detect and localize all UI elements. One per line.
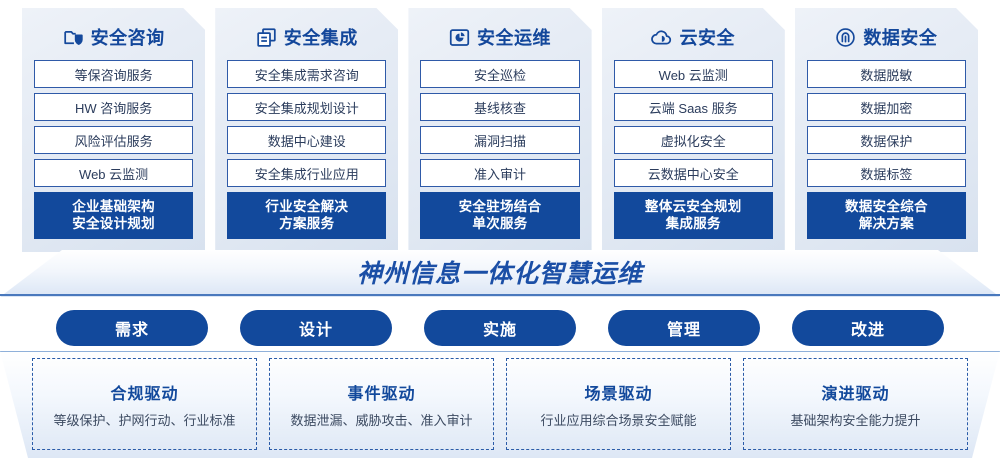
- lifecycle-pill[interactable]: 设计: [240, 310, 392, 346]
- lifecycle-pill[interactable]: 实施: [424, 310, 576, 346]
- pillar-service-item[interactable]: 安全集成需求咨询: [227, 60, 386, 88]
- pillar-service-item[interactable]: 等保咨询服务: [34, 60, 193, 88]
- lifecycle-pill[interactable]: 改进: [792, 310, 944, 346]
- pillar-header: 安全集成: [227, 14, 386, 60]
- driver-title: 场景驱动: [584, 385, 653, 403]
- pillar-service-item[interactable]: 数据保护: [807, 126, 966, 154]
- pillar-service-item[interactable]: HW 咨询服务: [34, 93, 193, 121]
- pillar-card: 安全运维安全巡检基线核查漏洞扫描准入审计安全驻场结合单次服务: [408, 8, 591, 252]
- drivers-trapezoid-shape: [0, 351, 1000, 458]
- pillar-title: 安全咨询: [90, 28, 165, 48]
- pillar-service-item[interactable]: 云数据中心安全: [614, 159, 773, 187]
- pillar-summary-box: 企业基础架构安全设计规划: [34, 192, 193, 239]
- pillar-service-item[interactable]: 安全巡检: [420, 60, 579, 88]
- monitor-chart-icon: [449, 27, 470, 48]
- pillar-service-item[interactable]: 安全集成行业应用: [227, 159, 386, 187]
- pillar-service-item[interactable]: 基线核查: [420, 93, 579, 121]
- banner-baseline: [0, 294, 1000, 296]
- driver-description: 基础架构安全能力提升: [790, 412, 921, 428]
- pillar-summary-box: 安全驻场结合单次服务: [420, 192, 579, 239]
- fingerprint-icon: [835, 27, 856, 48]
- lifecycle-pill-row: 需求设计实施管理改进: [0, 310, 1000, 348]
- driver-title: 合规驱动: [110, 385, 179, 403]
- driver-card: 场景驱动行业应用综合场景安全赋能: [506, 358, 731, 450]
- pillar-summary-box: 行业安全解决方案服务: [227, 192, 386, 239]
- pillar-service-item[interactable]: 数据加密: [807, 93, 966, 121]
- pillar-summary-box: 整体云安全规划集成服务: [614, 192, 773, 239]
- driver-card-row: 合规驱动等级保护、护网行动、行业标准事件驱动数据泄漏、威胁攻击、准入审计场景驱动…: [0, 358, 1000, 450]
- pillar-service-item[interactable]: 数据中心建设: [227, 126, 386, 154]
- driver-description: 行业应用综合场景安全赋能: [540, 412, 697, 428]
- pillar-service-item[interactable]: Web 云监测: [34, 159, 193, 187]
- pillar-service-item[interactable]: Web 云监测: [614, 60, 773, 88]
- pillar-service-item[interactable]: 虚拟化安全: [614, 126, 773, 154]
- integrated-ops-banner-title: 神州信息一体化智慧运维: [356, 260, 643, 288]
- pillar-service-item[interactable]: 数据脱敏: [807, 60, 966, 88]
- pillar-service-item[interactable]: 准入审计: [420, 159, 579, 187]
- integrated-ops-banner-shape: [0, 250, 1000, 297]
- pillar-title: 云安全: [679, 28, 735, 48]
- pillar-service-item[interactable]: 数据标签: [807, 159, 966, 187]
- lifecycle-pill[interactable]: 需求: [56, 310, 208, 346]
- pillar-header: 云安全: [614, 14, 773, 60]
- driver-card: 合规驱动等级保护、护网行动、行业标准: [32, 358, 257, 450]
- driver-card: 演进驱动基础架构安全能力提升: [743, 358, 968, 450]
- documents-stack-icon: [256, 27, 277, 48]
- pillar-summary-box: 数据安全综合解决方案: [807, 192, 966, 239]
- pillar-service-item[interactable]: 风险评估服务: [34, 126, 193, 154]
- driver-card: 事件驱动数据泄漏、威胁攻击、准入审计: [269, 358, 494, 450]
- driver-title: 事件驱动: [347, 385, 416, 403]
- pillar-card: 数据安全数据脱敏数据加密数据保护数据标签数据安全综合解决方案: [795, 8, 978, 252]
- lifecycle-pill[interactable]: 管理: [608, 310, 760, 346]
- pillar-service-item[interactable]: 云端 Saas 服务: [614, 93, 773, 121]
- pillar-header: 数据安全: [807, 14, 966, 60]
- cloud-icon: [651, 27, 672, 48]
- pillar-title: 安全集成: [283, 28, 358, 48]
- pillar-card: 安全咨询等保咨询服务 HW 咨询服务风险评估服务 Web 云监测企业基础架构安全设计…: [22, 8, 205, 252]
- pillar-card-row: 安全咨询等保咨询服务 HW 咨询服务风险评估服务 Web 云监测企业基础架构安全设计…: [0, 0, 1000, 252]
- folder-shield-icon: [63, 27, 84, 48]
- pillar-card: 安全集成安全集成需求咨询安全集成规划设计数据中心建设安全集成行业应用行业安全解决…: [215, 8, 398, 252]
- driver-title: 演进驱动: [821, 385, 890, 403]
- pillar-header: 安全咨询: [34, 14, 193, 60]
- pillar-header: 安全运维: [420, 14, 579, 60]
- driver-description: 数据泄漏、威胁攻击、准入审计: [290, 412, 473, 428]
- pillar-service-item[interactable]: 安全集成规划设计: [227, 93, 386, 121]
- pillar-service-item[interactable]: 漏洞扫描: [420, 126, 579, 154]
- pillar-title: 数据安全: [863, 28, 938, 48]
- pillar-title: 安全运维: [477, 28, 551, 48]
- pillar-card: 云安全 Web 云监测云端 Saas 服务虚拟化安全云数据中心安全整体云安全规划集…: [602, 8, 785, 252]
- driver-description: 等级保护、护网行动、行业标准: [53, 412, 236, 428]
